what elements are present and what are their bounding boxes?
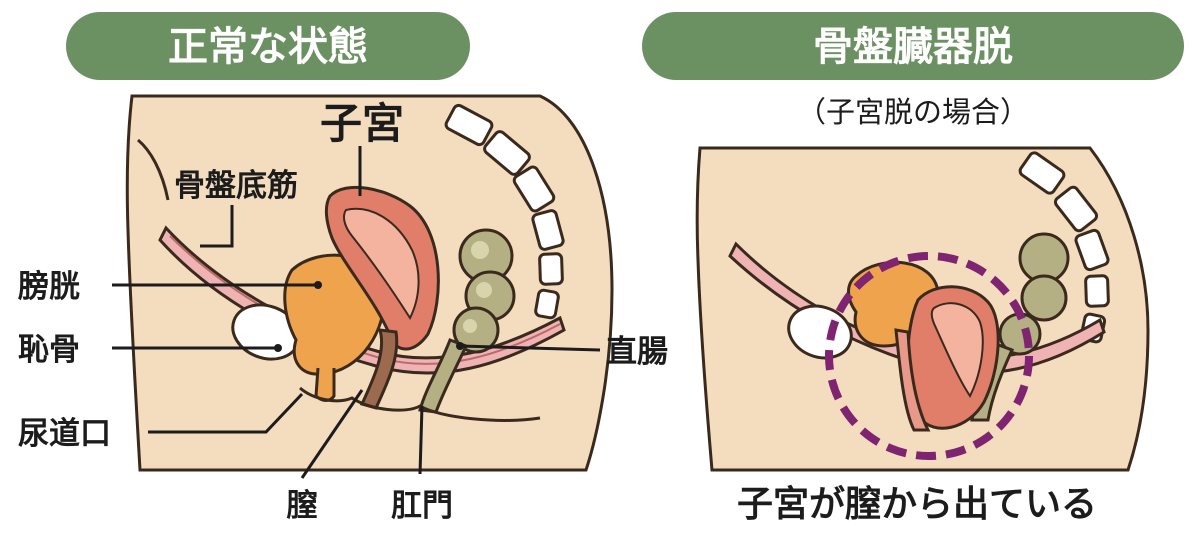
label-uterus: 子宮 <box>320 99 404 148</box>
right-caption: 子宮が膣から出ている <box>737 484 1097 525</box>
right-pubic-bone <box>787 304 853 360</box>
label-anus: 肛門 <box>391 488 453 524</box>
leader-anus <box>418 405 424 475</box>
left-urethra <box>314 367 336 402</box>
left-rectum <box>418 228 516 414</box>
right-spine-vertebrae <box>1018 151 1110 344</box>
label-bladder: 膀胱 <box>18 269 80 305</box>
label-pubic-bone: 恥骨 <box>18 332 80 368</box>
left-spine-vertebrae <box>444 103 565 320</box>
right-uterus-cavity <box>930 302 984 398</box>
left-rectum-highlights <box>463 241 492 333</box>
left-header-bg <box>66 12 470 80</box>
right-header-bg <box>642 12 1184 80</box>
right-header-title: 骨盤臓器脱 <box>813 24 1013 70</box>
label-pelvic-floor: 骨盤底筋 <box>174 168 298 204</box>
leader-bladder-dot <box>314 281 322 289</box>
leader-pubic-bone-dot <box>274 344 282 352</box>
label-rectum: 直腸 <box>606 334 668 370</box>
leader-rectum <box>459 344 601 352</box>
right-vaginal-wall <box>894 328 931 432</box>
left-header-title: 正常な状態 <box>168 24 368 70</box>
leader-rectum-dot <box>456 342 464 350</box>
right-subheader: （子宮脱の場合） <box>797 95 1029 129</box>
label-vagina: 膣 <box>287 488 318 524</box>
label-urethral-opening: 尿道口 <box>18 416 111 452</box>
right-panel: 骨盤臓器脱 （子宮脱の場合） 子宮が膣か <box>642 12 1184 525</box>
leader-vagina <box>300 389 364 479</box>
leader-pelvic-floor <box>200 205 234 248</box>
left-perineum-contour <box>299 386 541 422</box>
left-panel: 正常な状態 <box>18 12 668 524</box>
left-belly-fold <box>137 138 170 201</box>
right-prolapse-highlight-ring <box>825 252 1033 460</box>
leader-urethral-opening <box>148 392 304 434</box>
left-uterus-cavity <box>343 207 420 321</box>
